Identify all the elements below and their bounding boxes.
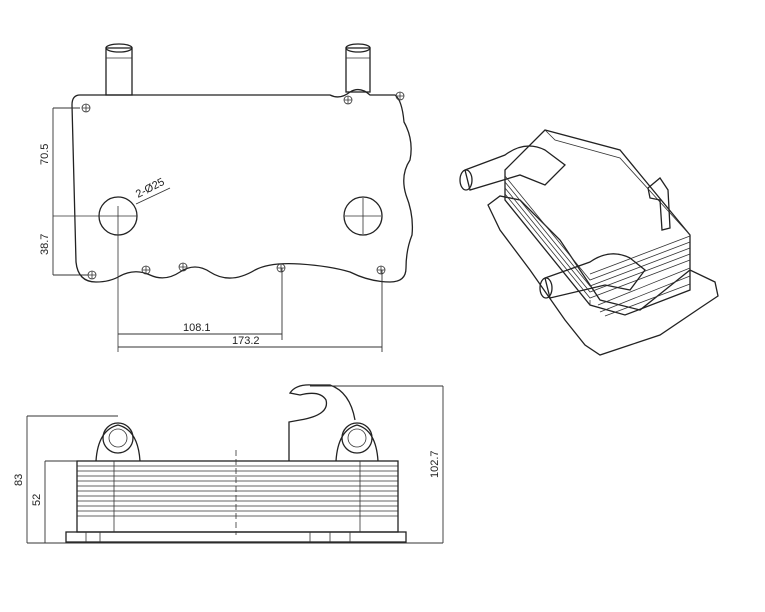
iso-pipe-upper bbox=[459, 145, 566, 191]
top-view: 70.5 38.7 2-Ø25 108.1 173.2 bbox=[39, 43, 414, 352]
fins bbox=[504, 129, 691, 317]
isometric-view bbox=[459, 129, 719, 356]
base-plate bbox=[487, 195, 719, 356]
bracket bbox=[647, 177, 671, 231]
port-hole-right bbox=[343, 196, 383, 236]
plate-outline bbox=[71, 88, 414, 283]
outlet-pipe-right bbox=[345, 43, 371, 93]
iso-pipe-lower bbox=[539, 253, 646, 299]
dim-bracket-height: 102.7 bbox=[429, 450, 441, 478]
side-view: 83 52 102.7 bbox=[13, 384, 444, 544]
side-bracket bbox=[288, 384, 356, 461]
mounting-holes bbox=[81, 91, 405, 280]
dim-height-lower: 38.7 bbox=[39, 234, 51, 255]
dim-width-inner: 108.1 bbox=[183, 322, 211, 334]
side-pipe-left bbox=[95, 422, 141, 462]
inlet-pipe-left bbox=[105, 43, 133, 96]
side-fins bbox=[77, 461, 398, 542]
dim-stack-height: 52 bbox=[31, 494, 43, 506]
core-stack bbox=[76, 460, 399, 533]
dim-height-upper: 70.5 bbox=[39, 144, 51, 165]
fin-stack bbox=[504, 129, 691, 316]
dim-width-outer: 173.2 bbox=[232, 335, 260, 347]
dim-overall-height: 83 bbox=[13, 474, 25, 486]
side-pipe-right bbox=[335, 422, 379, 462]
